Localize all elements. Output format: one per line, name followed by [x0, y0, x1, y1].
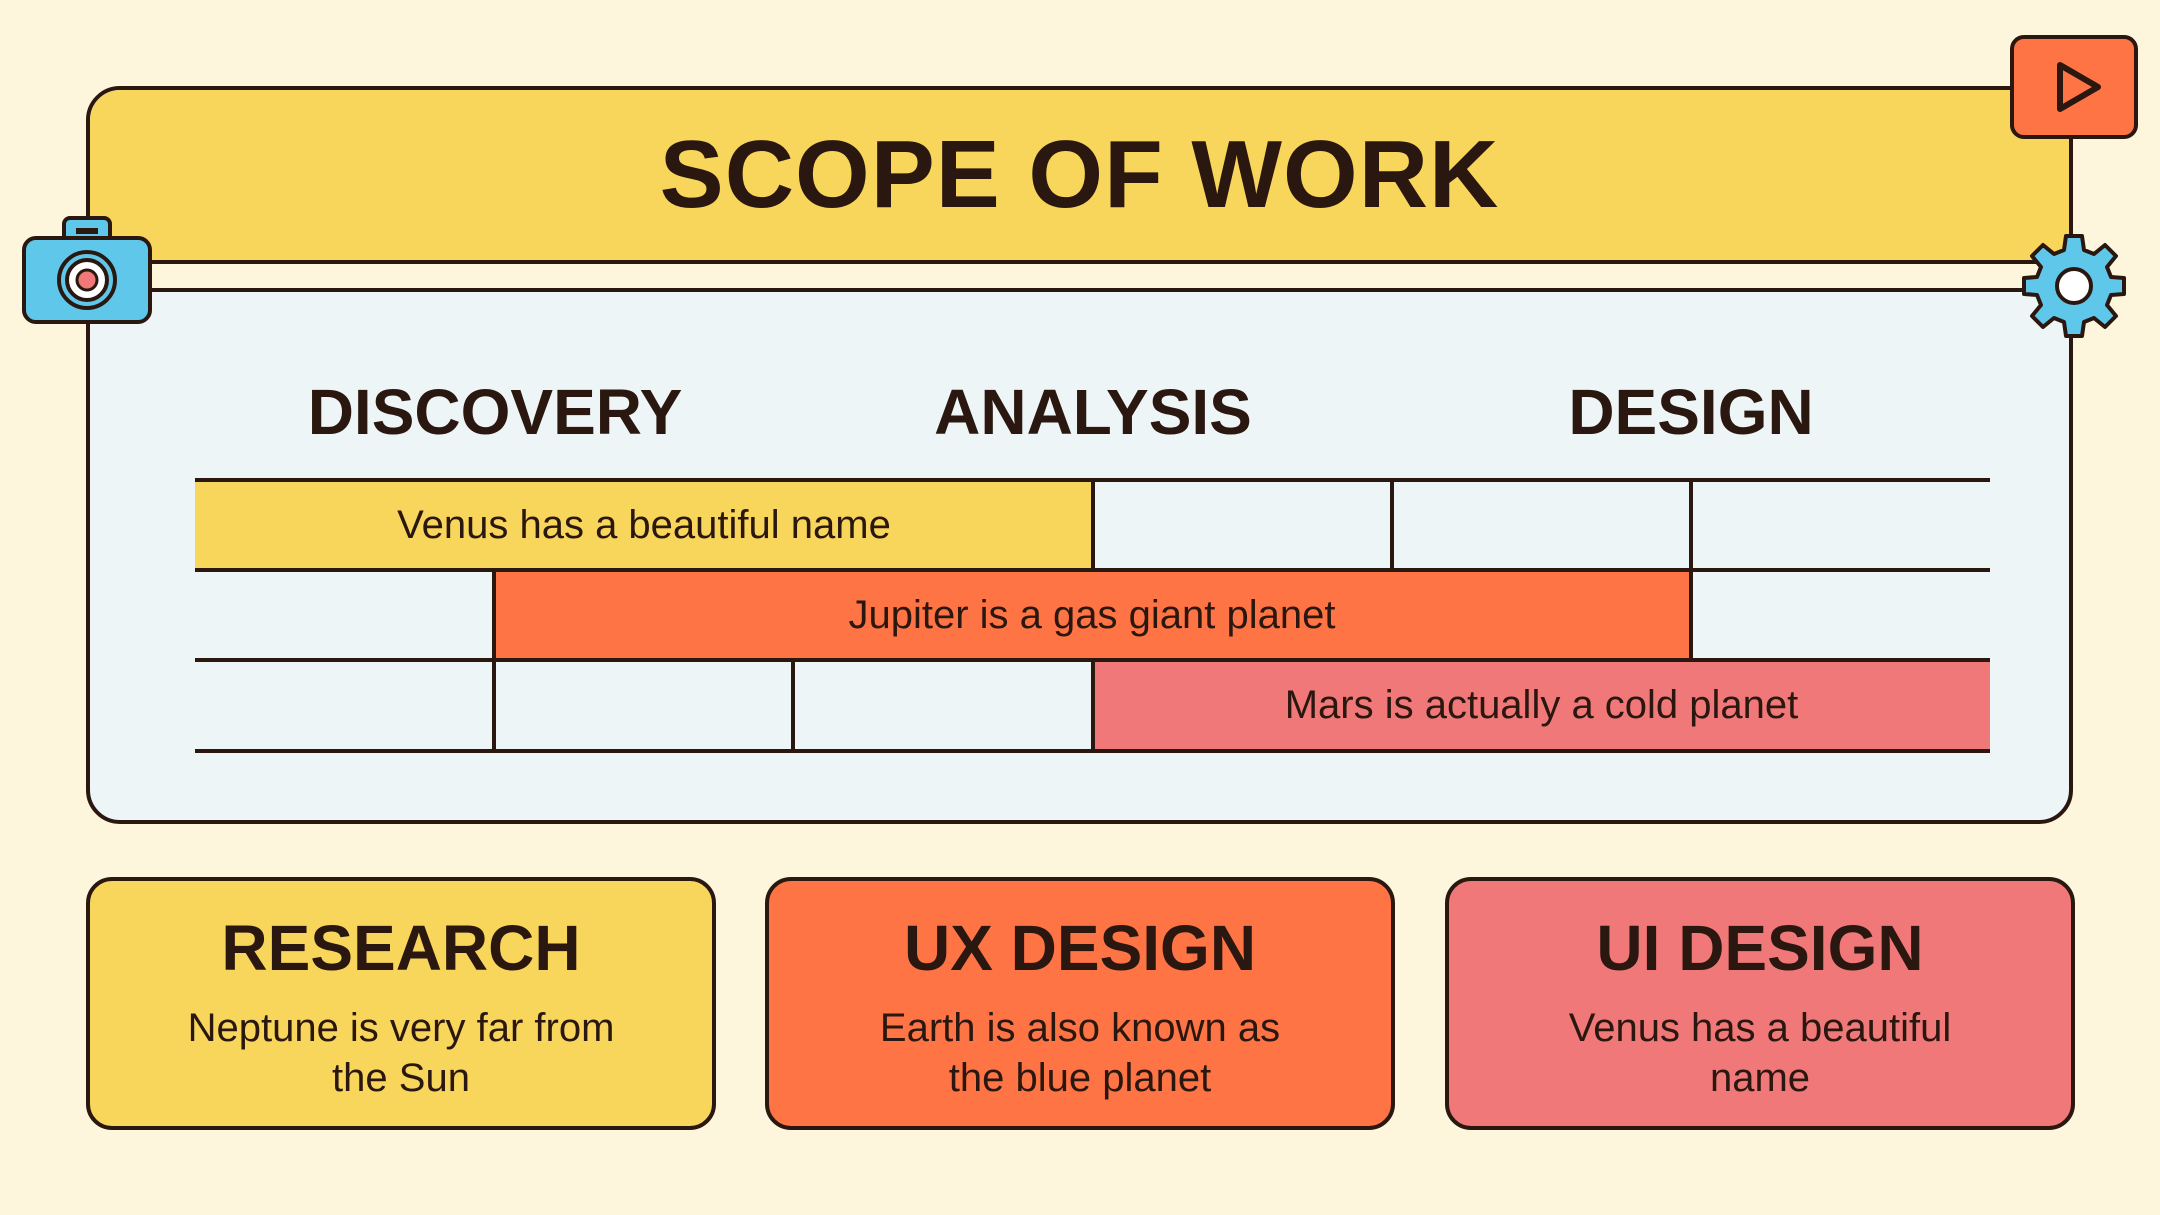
camera-icon	[20, 214, 154, 326]
card-title: RESEARCH	[221, 912, 581, 984]
card-research: RESEARCH Neptune is very far from the Su…	[86, 877, 716, 1130]
page-title: SCOPE OF WORK	[659, 121, 1500, 228]
play-icon[interactable]	[2010, 35, 2138, 139]
timeline-bar-design: Mars is actually a cold planet	[1093, 662, 1990, 749]
grid-line	[791, 658, 795, 752]
grid-line	[1390, 478, 1394, 572]
card-text: Venus has a beautiful name	[1568, 1006, 1952, 1100]
phase-discovery: DISCOVERY	[307, 376, 683, 448]
card-text: Neptune is very far from the Sun	[187, 1006, 615, 1100]
phase-design: DESIGN	[1568, 376, 1814, 448]
card-title: UI DESIGN	[1596, 912, 1924, 984]
scope-window: SCOPE OF WORK	[86, 86, 2073, 824]
timeline-bar-discovery: Venus has a beautiful name	[195, 482, 1093, 569]
card-text: Earth is also known as the blue planet	[879, 1006, 1281, 1100]
phase-analysis: ANALYSIS	[934, 376, 1252, 448]
card-ux-design: UX DESIGN Earth is also known as the blu…	[765, 877, 1395, 1130]
card-title: UX DESIGN	[903, 912, 1257, 984]
grid-line	[492, 658, 496, 752]
grid-line	[492, 568, 496, 662]
card-ui-design: UI DESIGN Venus has a beautiful name	[1445, 877, 2075, 1130]
grid-line	[1689, 478, 1693, 572]
title-divider	[90, 264, 2069, 292]
title-bar: SCOPE OF WORK	[90, 90, 2069, 264]
grid-line	[1091, 658, 1095, 752]
grid-line	[1689, 568, 1693, 662]
grid-line	[1091, 478, 1095, 572]
timeline-bar-analysis: Jupiter is a gas giant planet	[493, 572, 1691, 659]
gear-icon[interactable]	[2020, 232, 2128, 340]
